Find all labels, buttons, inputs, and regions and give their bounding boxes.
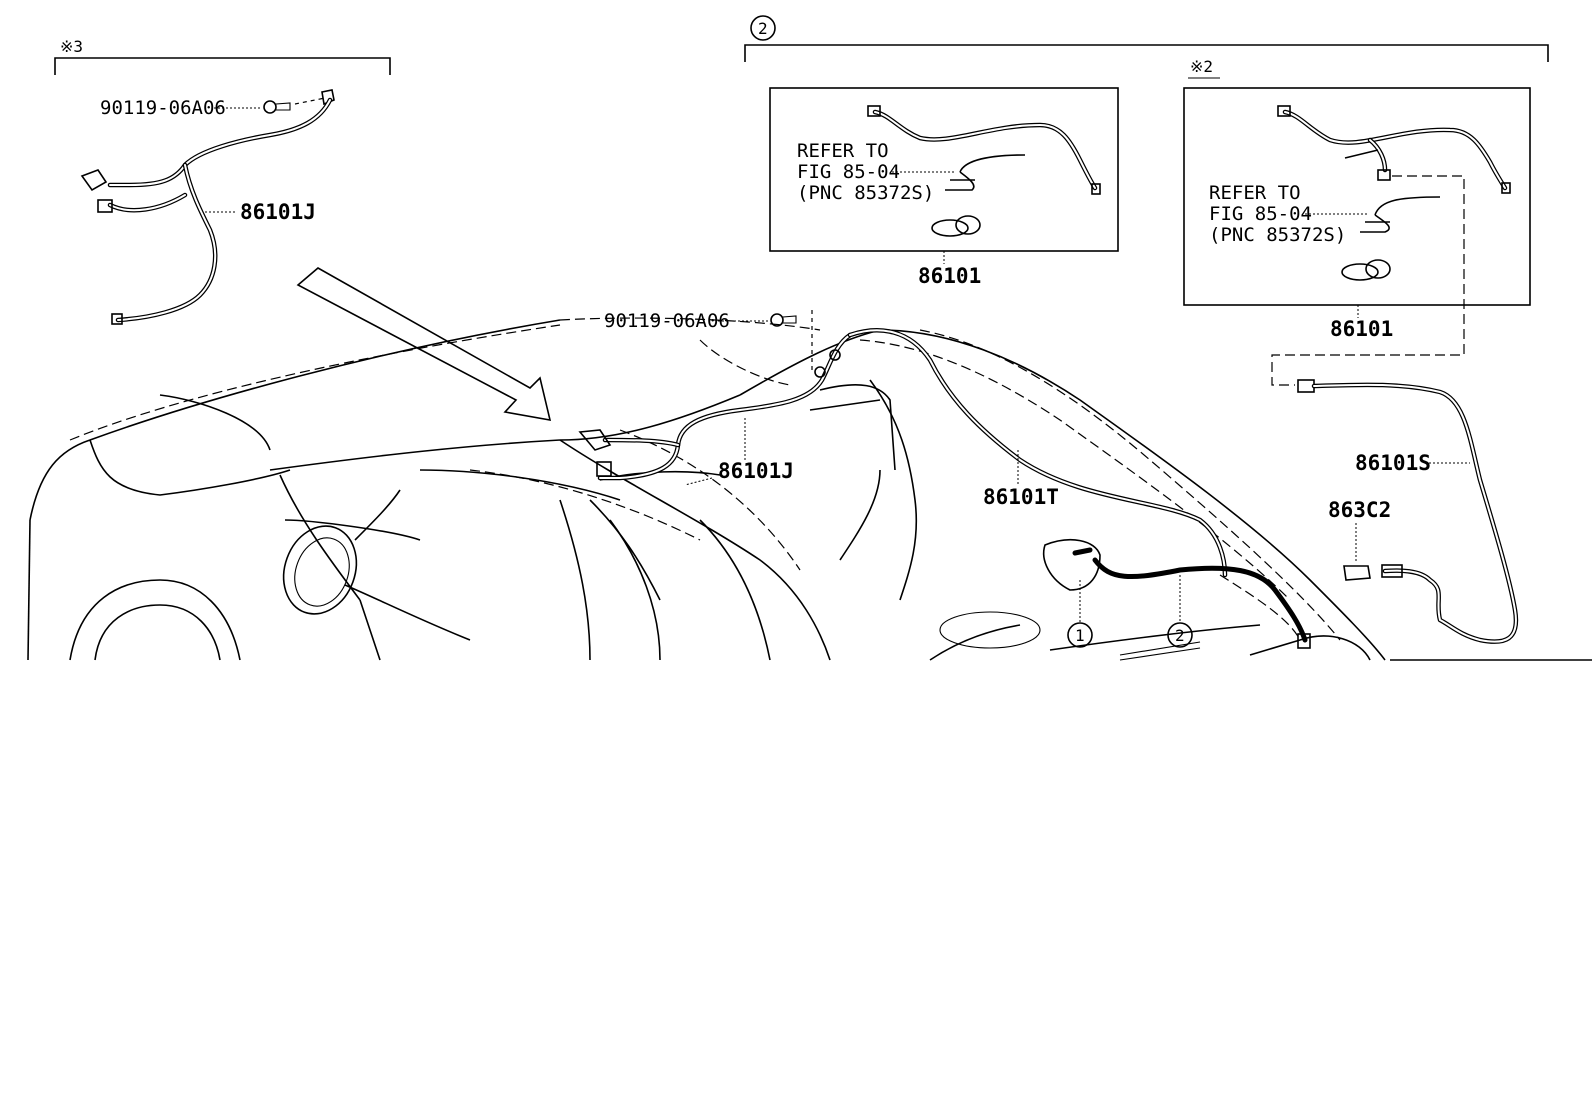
connector-863c2-label: 863C2 [1328, 498, 1391, 522]
ref-3-mark: ※3 [60, 37, 83, 56]
clip-main-label: 90119-06A06 [604, 310, 730, 332]
connector-icon [867, 105, 881, 117]
wire-box-1: REFER TO FIG 85-04 (PNC 85372S) 86101 [769, 87, 1119, 288]
callout-1-label: 1 [1075, 626, 1085, 645]
clip-top-label: 90119-06A06 [100, 97, 226, 119]
connector-icon [97, 199, 113, 213]
main-harnesses: 90119-06A06 86101J 86101T 1 2 [578, 310, 1311, 649]
refer-note-2-line1: REFER TO [1209, 182, 1301, 204]
refer-note-1-line3: (PNC 85372S) [797, 182, 934, 204]
connector-icon [80, 169, 108, 192]
inset-ref-3: ※3 90119-06A06 86101J [54, 37, 391, 325]
harness-s-label: 86101S [1355, 451, 1431, 475]
wire-box-2-label: 86101 [1330, 317, 1393, 341]
connector-icon [1277, 105, 1291, 117]
wire-box-2: ※2 REFER TO FIG 85-04 (PNC 85372S) 86101 [1183, 57, 1531, 386]
clip-icon [263, 100, 277, 114]
callout-2-label: 2 [1175, 626, 1185, 645]
refer-note-2-line2: FIG 85-04 [1209, 203, 1312, 225]
vehicle-outline [27, 317, 1592, 661]
grommet-icon [1365, 259, 1391, 279]
group-2-marker [750, 15, 776, 41]
grommet-icon [1341, 263, 1379, 281]
connector-icon [1297, 379, 1315, 393]
grommet-icon [931, 219, 969, 237]
harness-s-group: 86101S 863C2 [1297, 379, 1519, 644]
connector-icon [1297, 633, 1311, 649]
callout-2 [1167, 622, 1193, 648]
connector-icon [578, 429, 612, 451]
wire-box-1-label: 86101 [918, 264, 981, 288]
connector-icon [111, 313, 123, 325]
refer-note-1-line2: FIG 85-04 [797, 161, 900, 183]
clip-icon [829, 349, 841, 361]
refer-note-2-line3: (PNC 85372S) [1209, 224, 1346, 246]
clip-icon [770, 313, 784, 327]
view-arrow [296, 267, 552, 422]
connector-icon [1381, 564, 1403, 578]
connector-icon [1501, 182, 1511, 194]
refer-note-1-line1: REFER TO [797, 140, 889, 162]
connector-icon [1091, 183, 1101, 195]
group-2-label: 2 [758, 19, 768, 38]
connector-icon [596, 461, 612, 477]
connector-863c2-icon [1343, 565, 1371, 581]
harness-j-inset-label: 86101J [240, 200, 316, 224]
connector-icon [1377, 169, 1391, 181]
grommet-icon [955, 215, 981, 235]
harness-j-main-label: 86101J [718, 459, 794, 483]
harness-t-label: 86101T [983, 485, 1059, 509]
callout-1 [1067, 622, 1093, 648]
group-2-bracket: 2 [744, 15, 1549, 62]
clip-icon [814, 366, 826, 378]
ref-2-mark: ※2 [1190, 57, 1213, 76]
